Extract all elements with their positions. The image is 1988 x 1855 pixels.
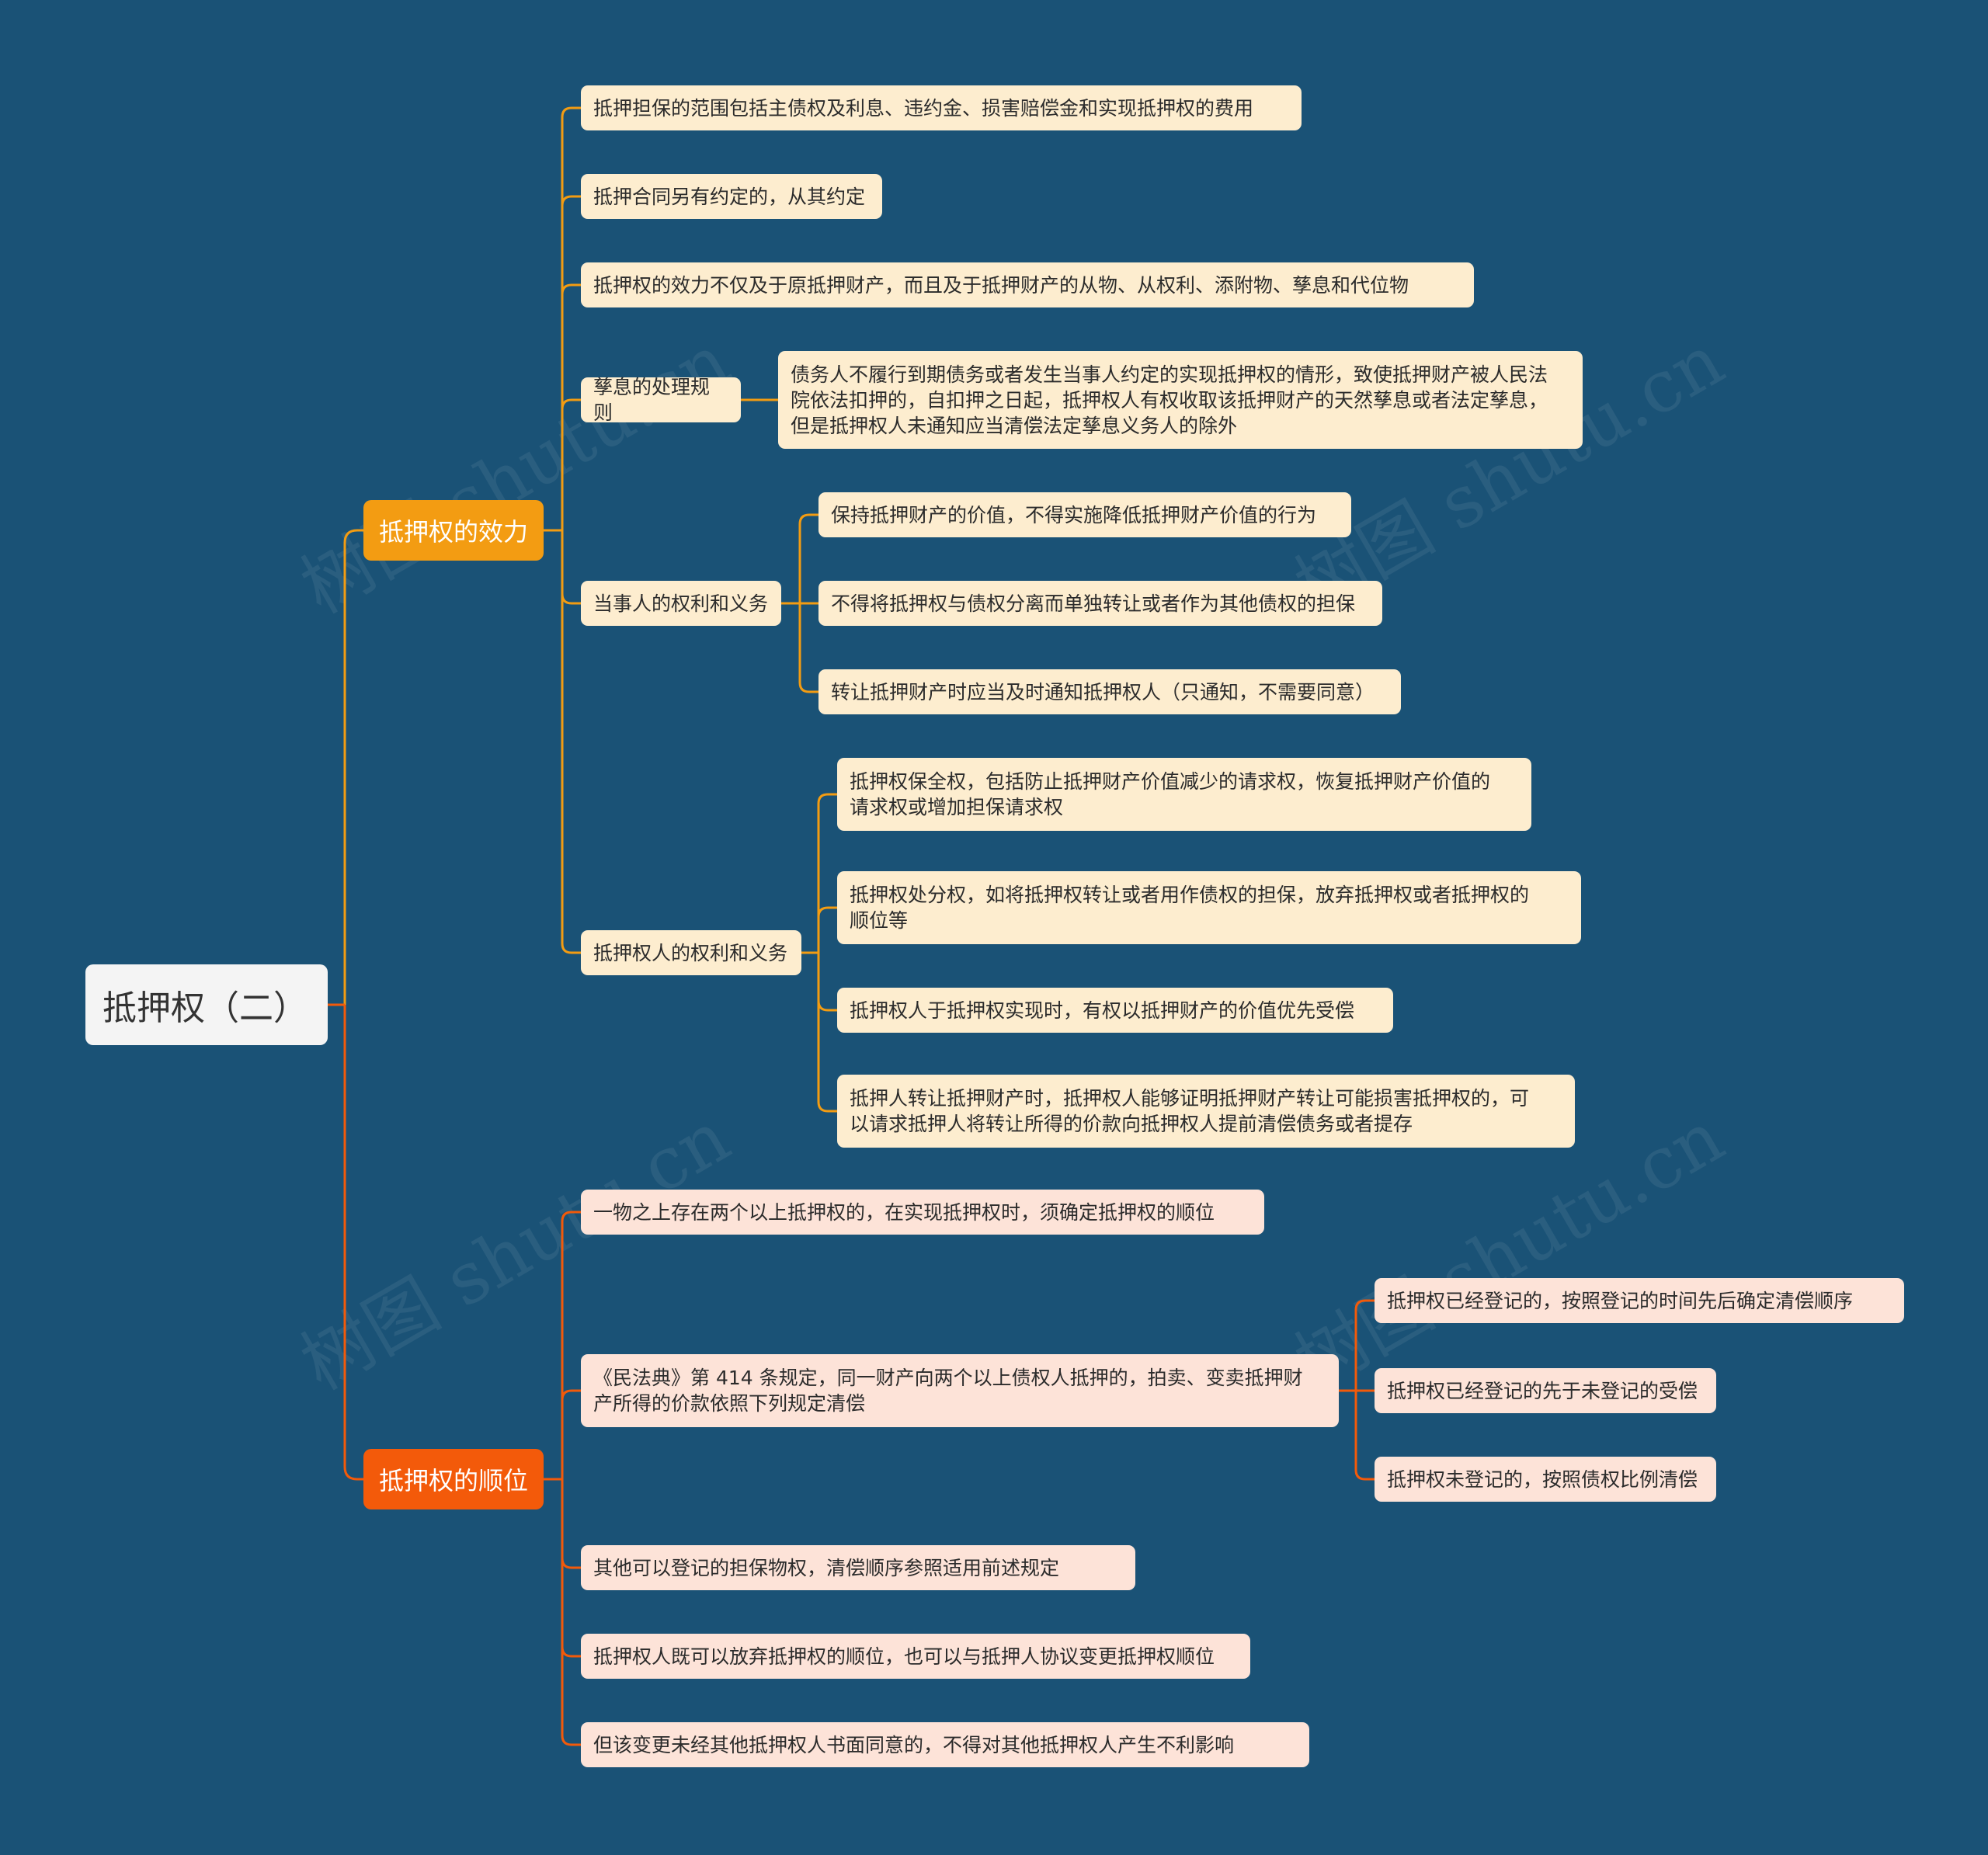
connector-line [817, 793, 837, 953]
connector-line [1354, 1299, 1375, 1391]
leaf-mortgagee-c4[interactable]: 抵押人转让抵押财产时，抵押权人能够证明抵押财产转让可能损害抵押权的，可 以请求抵… [837, 1075, 1575, 1148]
leaf-priority-n1[interactable]: 一物之上存在两个以上抵押权的，在实现抵押权时，须确定抵押权的顺位 [581, 1190, 1264, 1235]
leaf-parties-c1[interactable]: 保持抵押财产的价值，不得实施降低抵押财产价值的行为 [818, 492, 1351, 537]
connector-line [561, 1479, 581, 1569]
connector-line [561, 283, 581, 530]
leaf-parties-rights[interactable]: 当事人的权利和义务 [581, 581, 781, 626]
leaf-mortgagee-c2[interactable]: 抵押权处分权，如将抵押权转让或者用作债权的担保，放弃抵押权或者抵押权的 顺位等 [837, 871, 1581, 944]
leaf-parties-c2[interactable]: 不得将抵押权与债权分离而单独转让或者作为其他债权的担保 [818, 581, 1382, 626]
leaf-civil-code-414[interactable]: 《民法典》第 414 条规定，同一财产向两个以上债权人抵押的，拍卖、变卖抵押财 … [581, 1354, 1339, 1427]
connector-line [561, 530, 581, 605]
leaf-414-c1[interactable]: 抵押权已经登记的，按照登记的时间先后确定清偿顺序 [1375, 1278, 1904, 1323]
leaf-mortgagee-c3[interactable]: 抵押权人于抵押权实现时，有权以抵押财产的价值优先受偿 [837, 988, 1393, 1033]
connector-line [817, 953, 837, 1012]
branch-priority[interactable]: 抵押权的顺位 [363, 1449, 544, 1509]
leaf-parties-c3[interactable]: 转让抵押财产时应当及时通知抵押权人（只通知，不需要同意） [818, 669, 1401, 714]
leaf-priority-n5[interactable]: 但该变更未经其他抵押权人书面同意的，不得对其他抵押权人产生不利影响 [581, 1722, 1309, 1767]
connector-line [343, 1005, 363, 1481]
leaf-fruits-detail[interactable]: 债务人不履行到期债务或者发生当事人约定的实现抵押权的情形，致使抵押财产被人民法 … [778, 351, 1583, 449]
connector-line [561, 1211, 581, 1479]
leaf-scope[interactable]: 抵押担保的范围包括主债权及利息、违约金、损害赔偿金和实现抵押权的费用 [581, 85, 1302, 130]
leaf-fruits-rules[interactable]: 孳息的处理规则 [581, 376, 741, 424]
leaf-414-c3[interactable]: 抵押权未登记的，按照债权比例清偿 [1375, 1457, 1716, 1502]
leaf-mortgagee-c1[interactable]: 抵押权保全权，包括防止抵押财产价值减少的请求权，恢复抵押财产价值的 请求权或增加… [837, 758, 1531, 831]
root-node[interactable]: 抵押权（二） [85, 964, 328, 1045]
branch-effect[interactable]: 抵押权的效力 [363, 500, 544, 561]
connector-line [798, 603, 818, 693]
connector-line [817, 953, 837, 1113]
connector-line [561, 1389, 581, 1479]
leaf-414-c2[interactable]: 抵押权已经登记的先于未登记的受偿 [1375, 1368, 1716, 1413]
leaf-priority-n4[interactable]: 抵押权人既可以放弃抵押权的顺位，也可以与抵押人协议变更抵押权顺位 [581, 1634, 1250, 1679]
connector-line [561, 398, 581, 530]
connector-line [561, 106, 581, 530]
leaf-effect-scope[interactable]: 抵押权的效力不仅及于原抵押财产，而且及于抵押财产的从物、从权利、添附物、孳息和代… [581, 262, 1474, 307]
leaf-contract[interactable]: 抵押合同另有约定的，从其约定 [581, 174, 882, 219]
connector-line [343, 529, 363, 1005]
connector-line [817, 906, 837, 953]
leaf-mortgagee-rights[interactable]: 抵押权人的权利和义务 [581, 930, 801, 975]
connector-line [561, 530, 581, 954]
connector-line [798, 513, 818, 603]
connector-line [561, 1479, 581, 1746]
connector-line [561, 195, 581, 530]
leaf-priority-n3[interactable]: 其他可以登记的担保物权，清偿顺序参照适用前述规定 [581, 1545, 1135, 1590]
connector-line [1354, 1391, 1375, 1481]
